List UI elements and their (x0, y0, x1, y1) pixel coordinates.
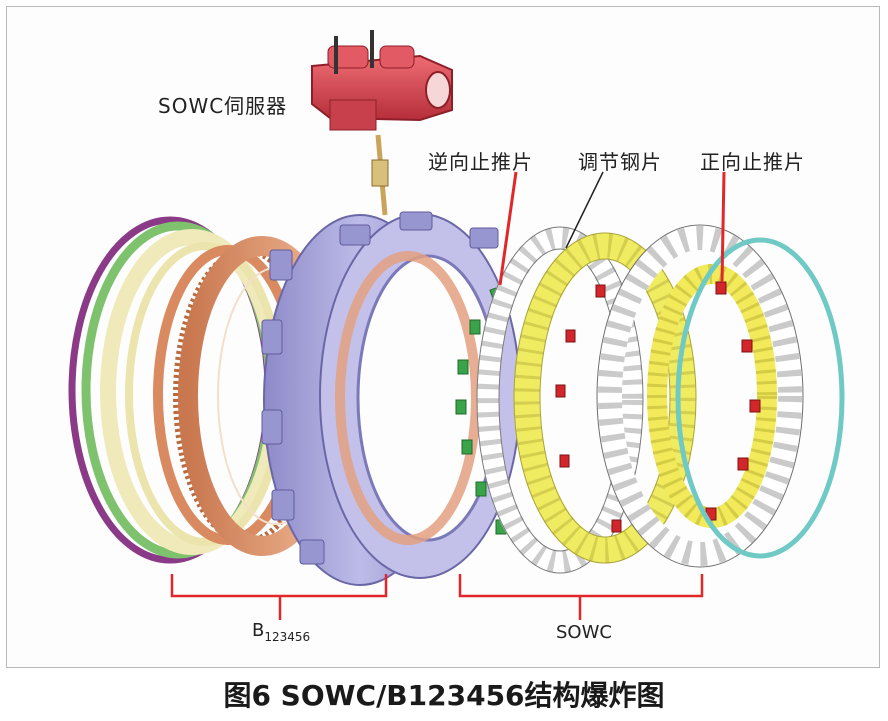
label-b-group: B123456 (252, 620, 311, 644)
figure-caption: 图6 SOWC/B123456结构爆炸图 (223, 679, 665, 712)
leader-forward-strut (720, 171, 726, 283)
yellow-selector-plate (513, 232, 697, 564)
sowc-servo (311, 30, 453, 216)
servo-link (371, 159, 389, 187)
bracket-sowc-group (458, 574, 704, 598)
housing-inner-copper (335, 251, 481, 545)
leader-selector-plate (565, 171, 604, 249)
label-sowc-group: SOWC (556, 622, 612, 643)
white-plate-rear (596, 224, 804, 568)
label-selector-plate: 调节钢片 (578, 150, 662, 174)
leader-reverse-strut (498, 171, 518, 286)
group-brackets (170, 574, 704, 620)
leader-lines (498, 171, 726, 286)
label-b-group-subscript: 123456 (264, 630, 311, 644)
teal-snap-ring (675, 237, 845, 559)
housing (261, 211, 521, 586)
label-b-group-main: B (252, 620, 265, 641)
label-forward-strut: 正向止推片 (700, 150, 805, 174)
label-sowc-servo: SOWC伺服器 (158, 94, 288, 118)
label-reverse-strut: 逆向止推片 (428, 150, 533, 174)
